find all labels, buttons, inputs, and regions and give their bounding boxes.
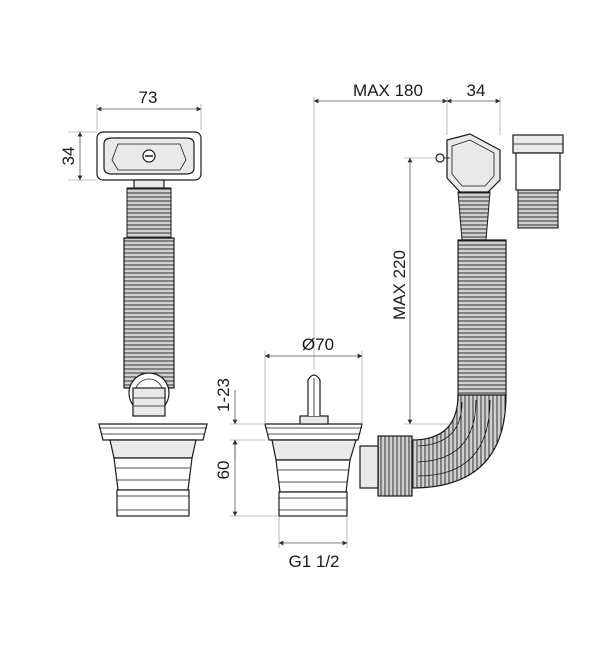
strainer-diameter-label: Ø70 [302,335,334,354]
left-ring-connector [128,372,170,417]
overflow-head [96,131,202,189]
max-vertical-label: MAX 220 [390,250,409,320]
flange-range-label: 1-23 [214,378,233,412]
thread-label: G1 1/2 [288,552,339,571]
side-overflow-head [435,133,501,193]
dim-max-horizontal: MAX 180 [313,81,448,370]
max-horizontal-label: MAX 180 [353,81,423,100]
left-hose-upper [126,187,172,239]
body-height-label: 60 [214,461,233,480]
overflow-width-label: 73 [139,88,158,107]
side-union-nut [359,435,413,497]
dim-outlet-width: 34 [446,81,501,135]
outlet-width-label: 34 [467,81,486,100]
left-strainer-body [98,423,208,517]
right-corrugated-hose-vertical [457,239,507,396]
overflow-height-label: 34 [59,147,78,166]
plug-stopper [299,374,329,425]
outlet-fitting [512,134,564,229]
dim-thread: G1 1/2 [278,516,348,571]
right-siphon-assembly [264,133,564,517]
side-hose-neck [457,191,491,241]
dim-flange-range: 1-23 [214,378,265,460]
dim-overflow-width: 73 [96,88,202,130]
dim-max-vertical: MAX 220 [390,157,458,425]
right-strainer-flange [264,423,363,441]
dim-body-height: 60 [214,439,279,517]
dim-strainer-diameter: Ø70 [264,335,363,424]
right-strainer-body [271,439,357,517]
right-corrugated-hose-bend [411,394,507,489]
dim-overflow-height: 34 [59,131,96,181]
left-corrugated-hose [123,237,175,389]
left-overflow-assembly [96,131,208,517]
